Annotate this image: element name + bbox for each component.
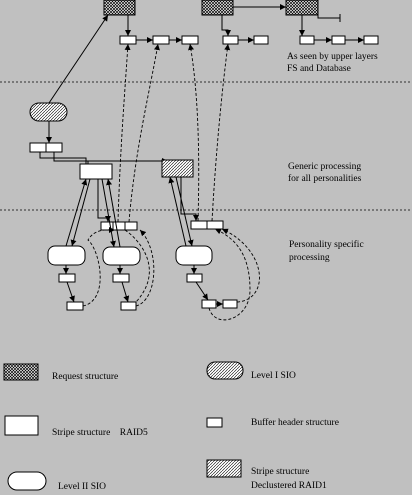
stripe-structure-raid5 [79, 163, 113, 180]
buffer-header [222, 35, 239, 45]
buffer-header [201, 299, 217, 309]
legend-stripe-raid1-swatch [206, 459, 242, 478]
buffer-header [186, 273, 203, 283]
generic-structures [39, 152, 224, 231]
legend-request-label: Request structure [52, 372, 119, 382]
request-structure-3 [285, 0, 319, 16]
buffer-header [66, 301, 84, 311]
buffer-header [152, 35, 170, 45]
level2-sio-1 [47, 245, 86, 266]
buffer-header [222, 299, 238, 309]
upper-layer-label-1: As seen by upper layers [287, 52, 378, 62]
level2-sio-2 [102, 246, 141, 266]
specific-label-1: Personality specific [289, 240, 364, 250]
buffer-header [299, 35, 315, 45]
legend-stripe-raid5-swatch [4, 415, 39, 436]
legend-request-swatch [3, 363, 39, 381]
top-structures [103, 0, 341, 22]
level2-group [47, 176, 238, 311]
generic-label-2: for all personalities [288, 174, 362, 184]
request-structure-1 [103, 0, 136, 16]
legend-buffer-swatch [206, 417, 223, 428]
buffer-header [120, 301, 137, 311]
buffer-header [181, 35, 199, 45]
legend-shapes [3, 361, 244, 491]
buffer-row-top-1 [119, 15, 199, 45]
generic-label-1: Generic processing [288, 162, 362, 172]
legend-stripe-raid5-label: Stripe structure RAID5 [52, 428, 148, 438]
buffer-row-top-2 [221, 15, 269, 45]
layer-separators [0, 81, 412, 211]
legend-stripe-raid1-label-1: Stripe structure [251, 467, 310, 477]
legend-level2-swatch [7, 471, 47, 491]
specific-label-2: processing [289, 253, 330, 263]
terminator [317, 8, 340, 19]
buffer-header [331, 35, 346, 45]
buffer-header-triple [100, 221, 138, 231]
legend-level1-swatch [206, 361, 244, 380]
buffer-row-top-3 [299, 15, 379, 45]
level1-sio [29, 102, 68, 122]
buffer-header [253, 35, 269, 45]
level2-sio-3 [175, 245, 213, 266]
stripe-structure-raid1 [161, 159, 194, 178]
buffer-header [58, 273, 76, 283]
level1-group [29, 14, 109, 153]
dashed-returns [82, 226, 260, 321]
dashed-links [117, 43, 231, 223]
buffer-header [112, 273, 130, 283]
buffer-header [119, 35, 137, 45]
buffer-header [363, 35, 379, 45]
upper-layer-label-2: FS and Database [287, 64, 351, 74]
legend-level2-label: Level II SIO [58, 482, 107, 492]
request-structure-2 [201, 0, 234, 16]
legend-level1-label: Level I SIO [251, 371, 296, 381]
legend-buffer-label: Buffer header structure [251, 418, 339, 428]
legend-stripe-raid1-label-2: Declustered RAID1 [251, 481, 327, 491]
